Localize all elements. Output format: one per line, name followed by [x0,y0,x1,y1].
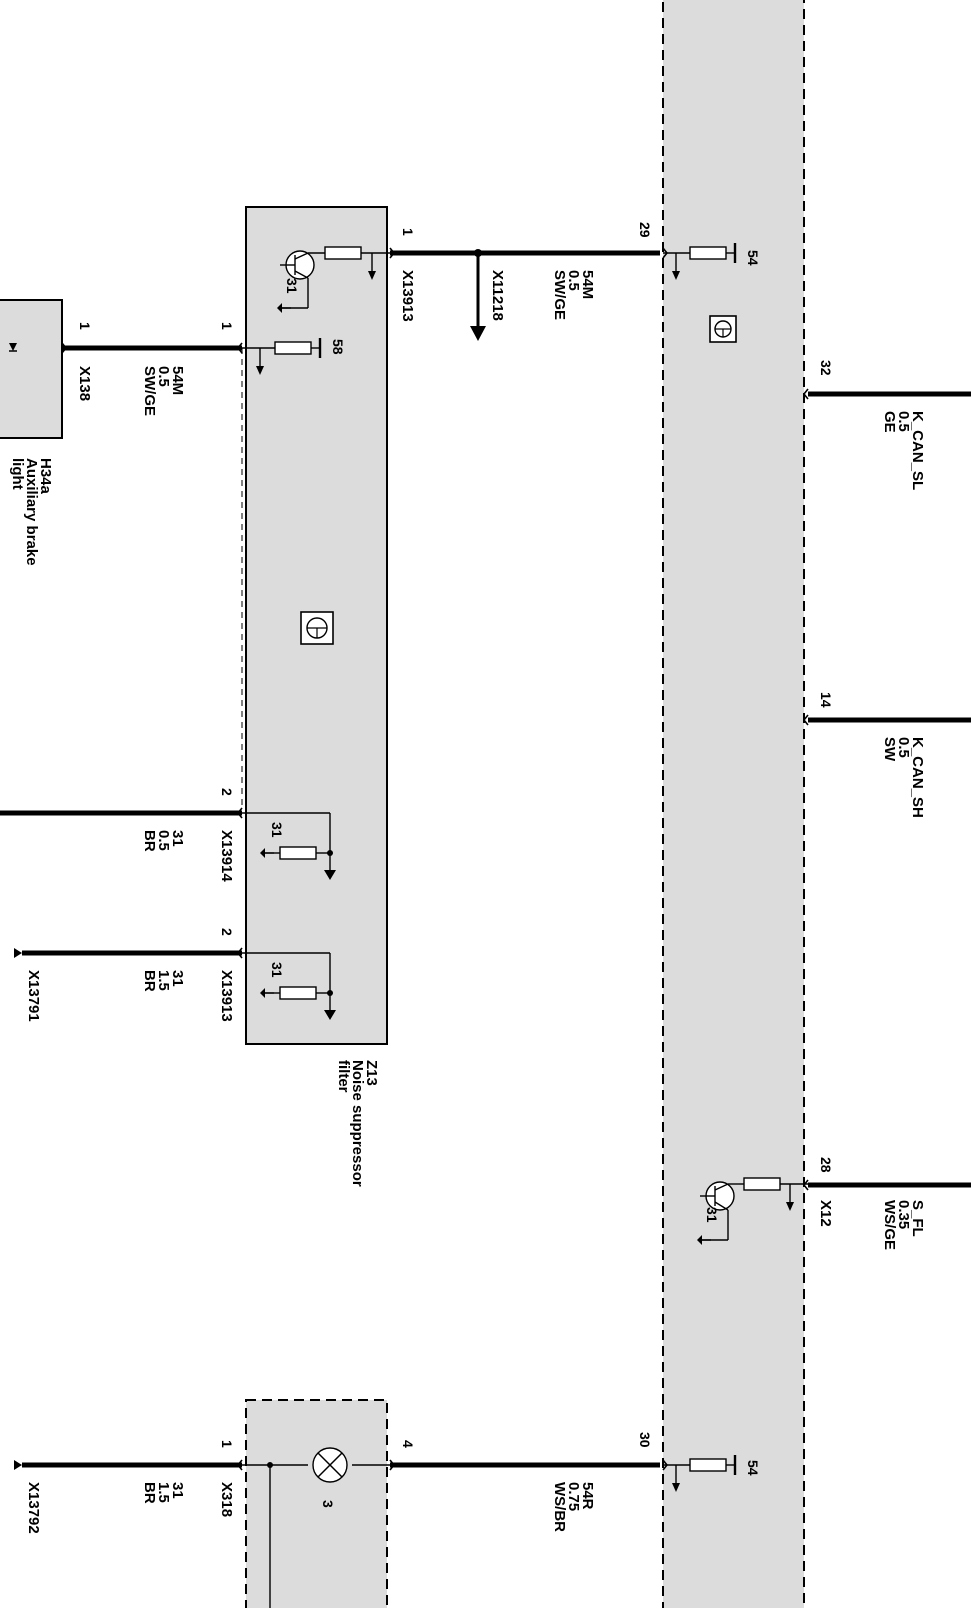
svg-text:K_CAN_SH: K_CAN_SH [909,737,926,818]
lamp-number: 3 [320,1500,336,1508]
svg-text:54M: 54M [579,270,596,299]
svg-text:31: 31 [169,1482,186,1499]
wire-label-s-fl: S_FL 0.35 WS/GE [881,1200,926,1250]
svg-text:0.5: 0.5 [895,411,912,432]
pin-label: 14 [818,692,834,708]
svg-text:H34a: H34a [37,458,54,495]
pin-label: 2 [219,788,235,796]
connector-label: X13791 [25,970,42,1022]
svg-text:K_CAN_SL: K_CAN_SL [909,411,926,490]
control-unit-box [662,0,805,1608]
pin-label: 1 [77,322,93,330]
connector-label: X13914 [218,830,235,882]
svg-text:0.35: 0.35 [895,1200,912,1229]
svg-text:0.5: 0.5 [155,830,172,851]
connector-label: X12 [817,1200,834,1227]
svg-text:1.5: 1.5 [155,1482,172,1503]
pin-label: 30 [637,1432,653,1448]
connector-label: X318 [218,1482,235,1517]
wire-label-54r: 54R 0.75 WS/BR [551,1482,596,1532]
ground-label: 31 [269,962,285,978]
svg-text:54R: 54R [579,1482,596,1510]
ground-label: 31 [704,1207,720,1223]
wire-label-k-can-sh: K_CAN_SH 0.5 SW [881,737,926,818]
svg-text:SW/GE: SW/GE [551,270,568,320]
wire-label-31-a: 31 0.5 BR [141,830,186,852]
svg-text:0.5: 0.5 [155,366,172,387]
pin-label: 1 [400,228,416,236]
ground-label: 31 [269,822,285,838]
svg-text:BR: BR [141,1482,158,1504]
svg-text:WS/BR: WS/BR [551,1482,568,1532]
svg-text:SW: SW [881,737,898,762]
pin-label: 4 [400,1440,416,1448]
svg-text:filter: filter [335,1060,352,1093]
svg-text:0.75: 0.75 [565,1482,582,1511]
svg-text:31: 31 [169,970,186,987]
svg-text:GE: GE [881,411,898,433]
svg-text:0.5: 0.5 [895,737,912,758]
svg-text:54M: 54M [169,366,186,395]
svg-text:Auxiliary brake: Auxiliary brake [23,458,40,566]
svg-text:BR: BR [141,830,158,852]
connector-label: X13913 [218,970,235,1022]
svg-text:light: light [9,458,26,490]
connector-label: X13913 [399,270,416,322]
connector-label: X11218 [489,270,506,321]
pin-label: 29 [637,222,653,238]
splice-arrow-x11218 [470,326,486,341]
pin-label: 28 [818,1157,834,1173]
svg-text:0.5: 0.5 [565,270,582,291]
pin-label: 1 [219,1440,235,1448]
wire-label-54m-a: 54M 0.5 SW/GE [141,366,186,416]
wire-label-54m-b: 54M 0.5 SW/GE [551,270,596,320]
component-label-h34a: H34a Auxiliary brake light [9,458,54,566]
svg-text:S_FL: S_FL [909,1200,926,1237]
resistor-label: 54 [745,250,761,266]
wire-label-31-b: 31 1.5 BR [141,970,186,992]
svg-text:WS/GE: WS/GE [881,1200,898,1250]
connector-label: X138 [76,366,93,401]
h34a-brake-light-box [0,299,63,439]
connector-label: X13792 [25,1482,42,1534]
svg-text:1.5: 1.5 [155,970,172,991]
wire-label-31-c: 31 1.5 BR [141,1482,186,1504]
svg-text:BR: BR [141,970,158,992]
svg-text:Noise suppressor: Noise suppressor [349,1060,366,1187]
pin-label: 2 [219,928,235,936]
pin-label: 1 [219,322,235,330]
pin-label: 32 [818,360,834,376]
component-label-z13: Z13 Noise suppressor filter [335,1060,380,1187]
resistor-label: 58 [330,339,346,355]
svg-text:Z13: Z13 [363,1060,380,1086]
wire-label-k-can-sl: K_CAN_SL 0.5 GE [881,411,926,490]
ground-label: 31 [284,278,300,294]
svg-text:SW/GE: SW/GE [141,366,158,416]
lamp-box [245,1399,388,1608]
svg-text:31: 31 [169,830,186,847]
resistor-label: 54 [745,1460,761,1476]
